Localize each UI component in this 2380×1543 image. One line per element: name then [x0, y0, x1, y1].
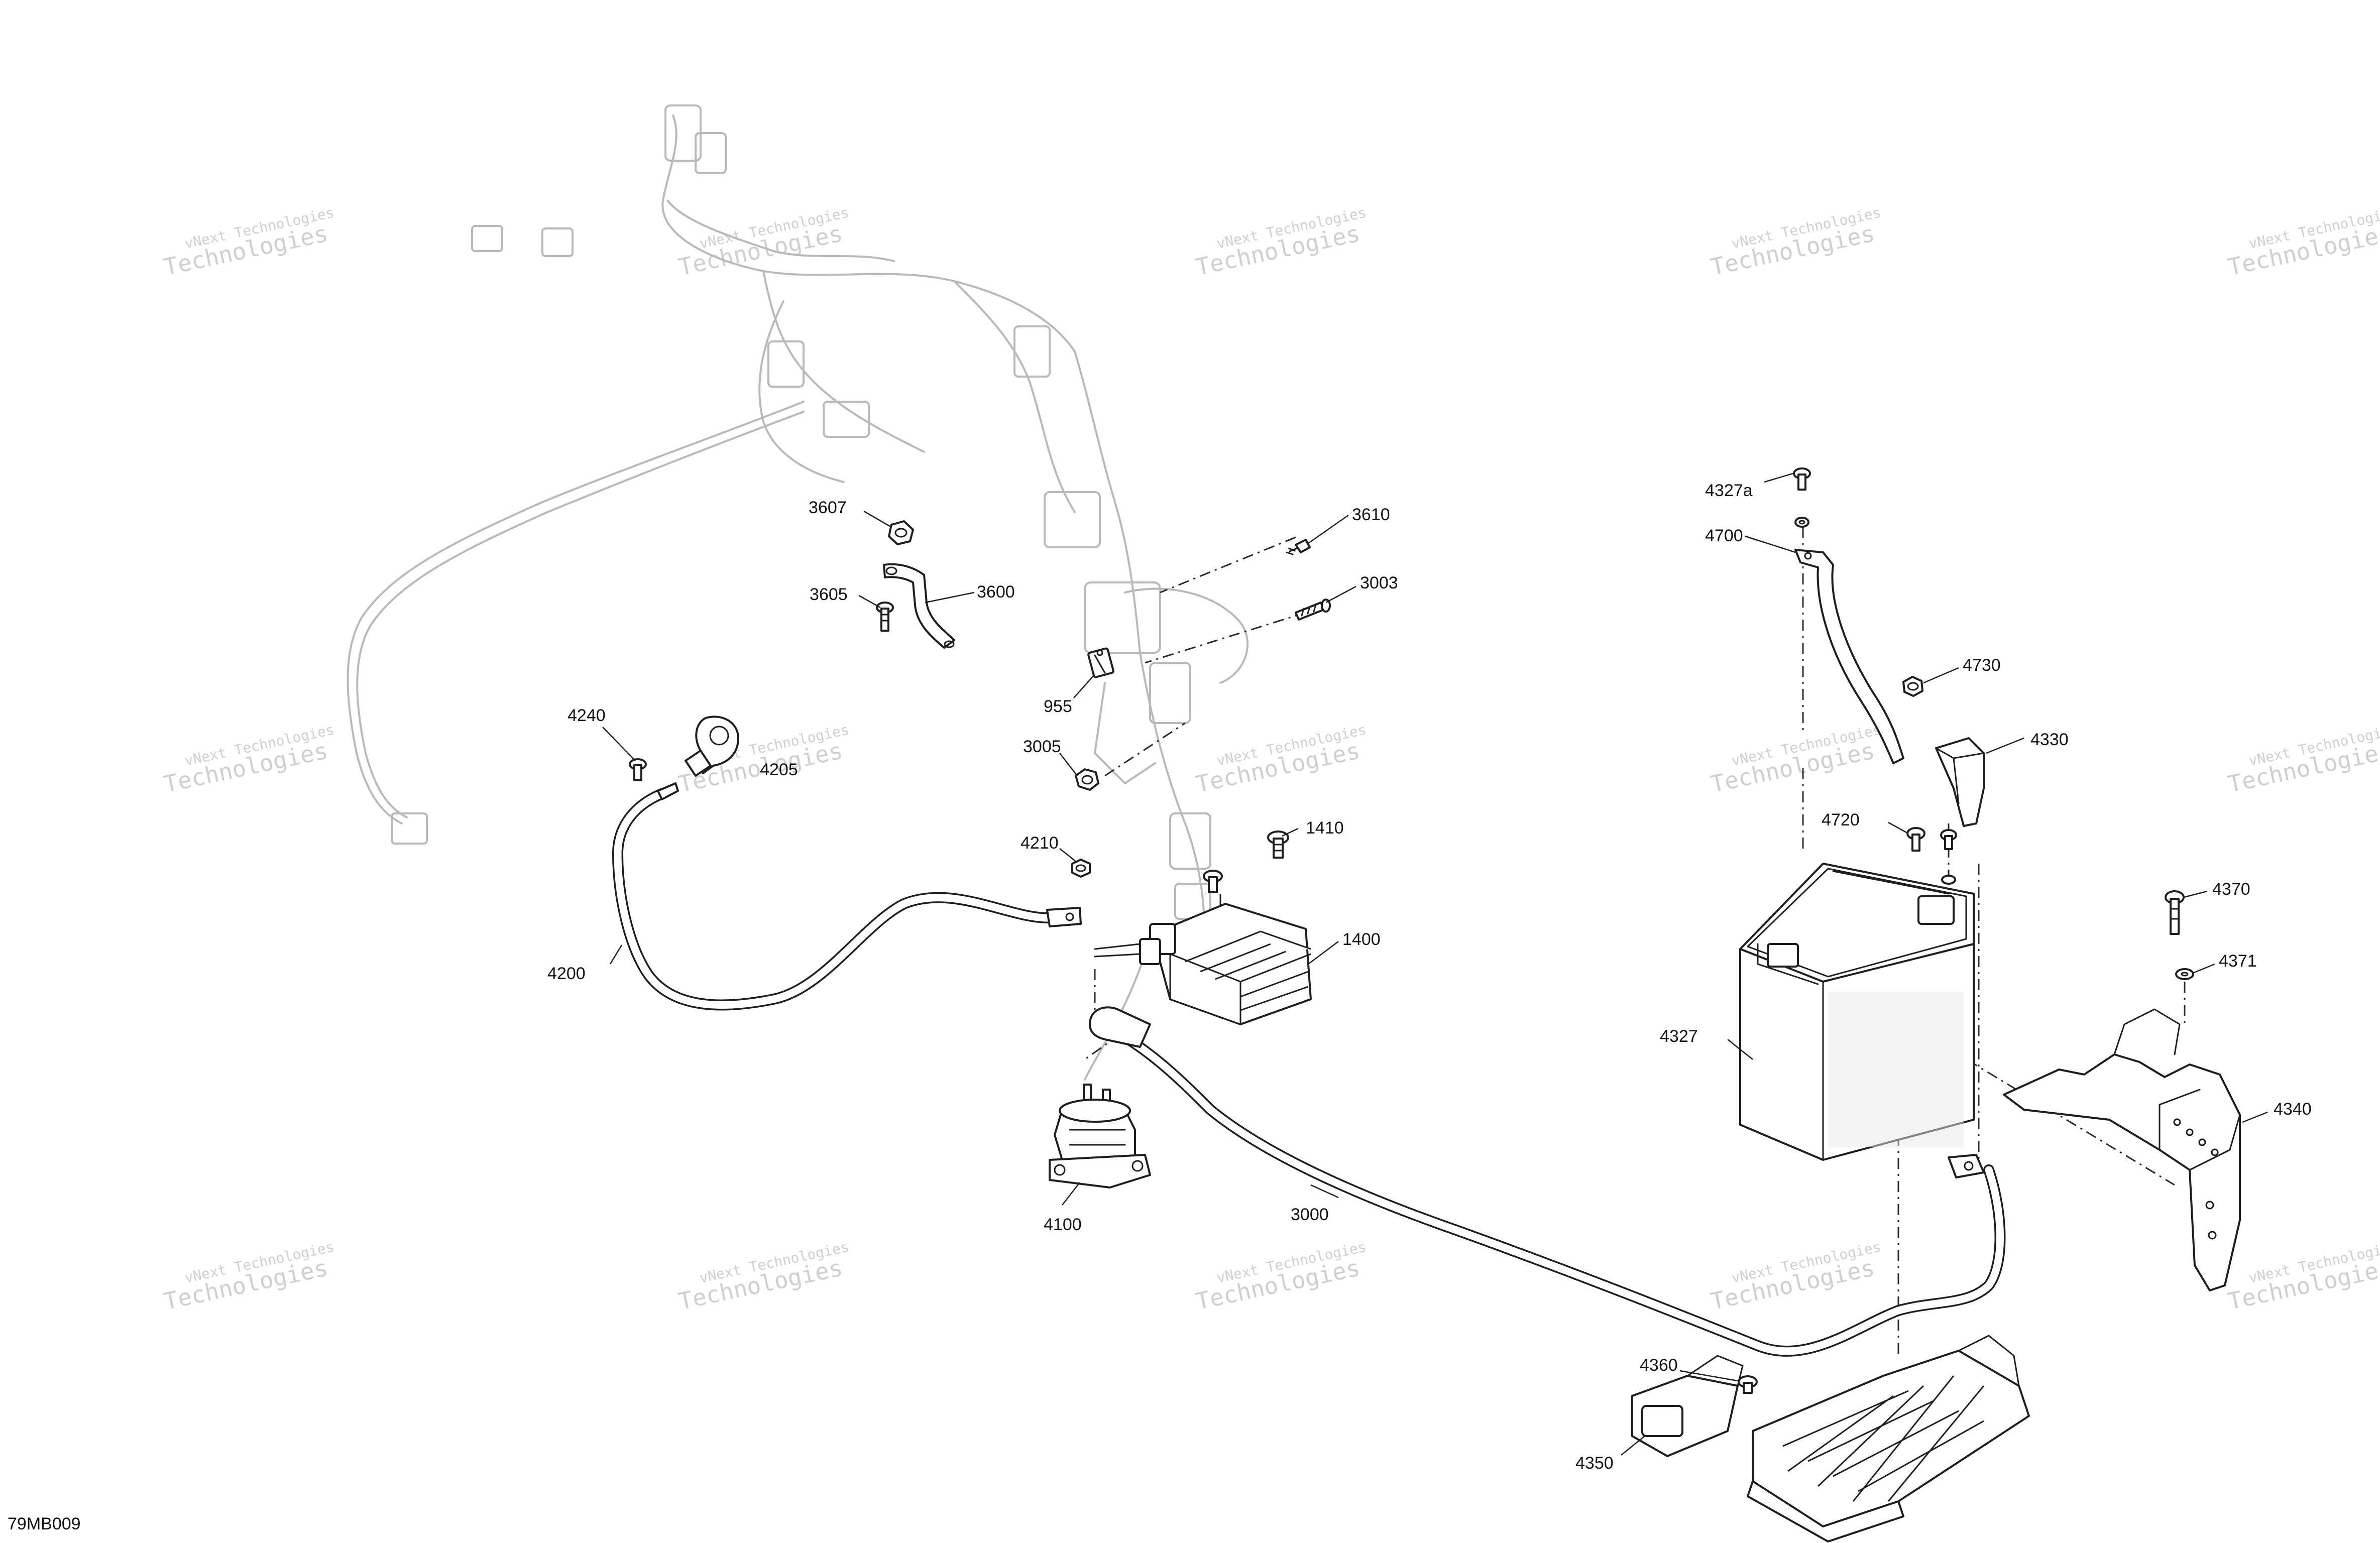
callout-4205: 4205	[760, 760, 798, 779]
part-4327-battery	[1739, 863, 1975, 1161]
callout-4700: 4700	[1705, 526, 1743, 545]
part-3000-cable	[1089, 1006, 2006, 1357]
part-3605-bolt	[876, 602, 894, 632]
part-4100-starter-solenoid	[1049, 1084, 1151, 1189]
part-1410-screw	[1267, 830, 1289, 859]
watermark-r2-c3: vNext Technologies Technologies	[1193, 721, 1368, 798]
part-4327a-screw	[1793, 467, 1811, 528]
part-4210-nut	[1071, 859, 1091, 878]
callout-1400: 1400	[1342, 930, 1381, 949]
part-4350-battery-tray	[1631, 1335, 2030, 1542]
part-4360-screw	[1738, 1375, 1758, 1394]
part-4330-terminal-cover	[1935, 737, 1985, 827]
callout-4720: 4720	[1822, 810, 1860, 829]
part-3607-nut	[888, 520, 914, 545]
callout-4371: 4371	[2219, 952, 2257, 971]
callout-3607: 3607	[809, 498, 847, 517]
callout-3003: 3003	[1360, 573, 1398, 592]
part-4371-washer	[2175, 968, 2194, 980]
part-4700-battery-strap	[1794, 549, 1904, 764]
watermark-r3-c2: vNext Technologies Technologies	[676, 1238, 850, 1315]
watermark-r2-c5: vNext Technologies Technologies	[2225, 721, 2380, 798]
callout-4370: 4370	[2212, 880, 2250, 899]
callout-4360: 4360	[1640, 1356, 1678, 1375]
part-4205-terminal-boot	[685, 716, 739, 777]
callout-4327a: 4327a	[1705, 481, 1753, 500]
watermark-r3-c5: vNext Technologies Technologies	[2225, 1238, 2380, 1315]
callout-4100: 4100	[1044, 1215, 1082, 1234]
watermark-r2-c1: vNext Technologies Technologies	[161, 721, 335, 798]
part-3610-screw	[1286, 539, 1311, 555]
callout-3600: 3600	[977, 582, 1015, 602]
callout-4240: 4240	[568, 706, 606, 725]
watermark-r1-c3: vNext Technologies Technologies	[1193, 204, 1368, 281]
watermark-r3-c4: vNext Technologies Technologies	[1708, 1238, 1882, 1315]
watermark-r2-c4: vNext Technologies Technologies	[1708, 721, 1882, 798]
callout-3000: 3000	[1291, 1205, 1329, 1224]
part-3600-ground-strap	[883, 563, 955, 649]
watermark-r1-c5: vNext Technologies Technologies	[2225, 204, 2380, 281]
part-955-clip	[1087, 647, 1114, 678]
callout-4340: 4340	[2274, 1100, 2312, 1119]
callout-3610: 3610	[1352, 505, 1390, 524]
callout-4330: 4330	[2030, 730, 2069, 749]
callout-4730: 4730	[1963, 656, 2001, 675]
callout-4350: 4350	[1575, 1454, 1614, 1473]
leader-lines	[602, 472, 2268, 1456]
callout-3605: 3605	[810, 585, 848, 604]
part-4240-screw	[629, 758, 647, 781]
callout-1410: 1410	[1306, 818, 1344, 838]
part-4730-nut	[1902, 676, 1923, 697]
watermark-r1-c2: vNext Technologies Technologies	[676, 204, 850, 281]
drawing-number: 79MB009	[8, 1514, 81, 1533]
part-4370-bolt	[2165, 890, 2185, 935]
watermark-r1-c1: vNext Technologies Technologies	[161, 204, 335, 281]
part-4340-bracket	[2003, 1008, 2241, 1291]
part-4720-bolts	[1906, 827, 1957, 885]
callout-labels: 3607 3605 3600 3610 3003 955 3005 4240 4…	[547, 481, 2312, 1473]
callout-4210: 4210	[1021, 834, 1059, 853]
part-1400-voltage-regulator	[1094, 870, 1312, 1026]
callout-955: 955	[1044, 697, 1072, 716]
part-4200-cable	[612, 782, 1082, 1011]
watermark-r3-c3: vNext Technologies Technologies	[1193, 1238, 1368, 1315]
ghost-wiring-harness	[347, 104, 1249, 1081]
callout-4200: 4200	[547, 964, 586, 983]
callout-3005: 3005	[1023, 737, 1061, 756]
callout-4327: 4327	[1660, 1027, 1698, 1046]
watermark-r3-c1: vNext Technologies Technologies	[161, 1238, 335, 1315]
part-3003-screw	[1295, 599, 1331, 621]
watermark-r1-c4: vNext Technologies Technologies	[1708, 204, 1882, 281]
part-3005-nut	[1075, 768, 1099, 791]
